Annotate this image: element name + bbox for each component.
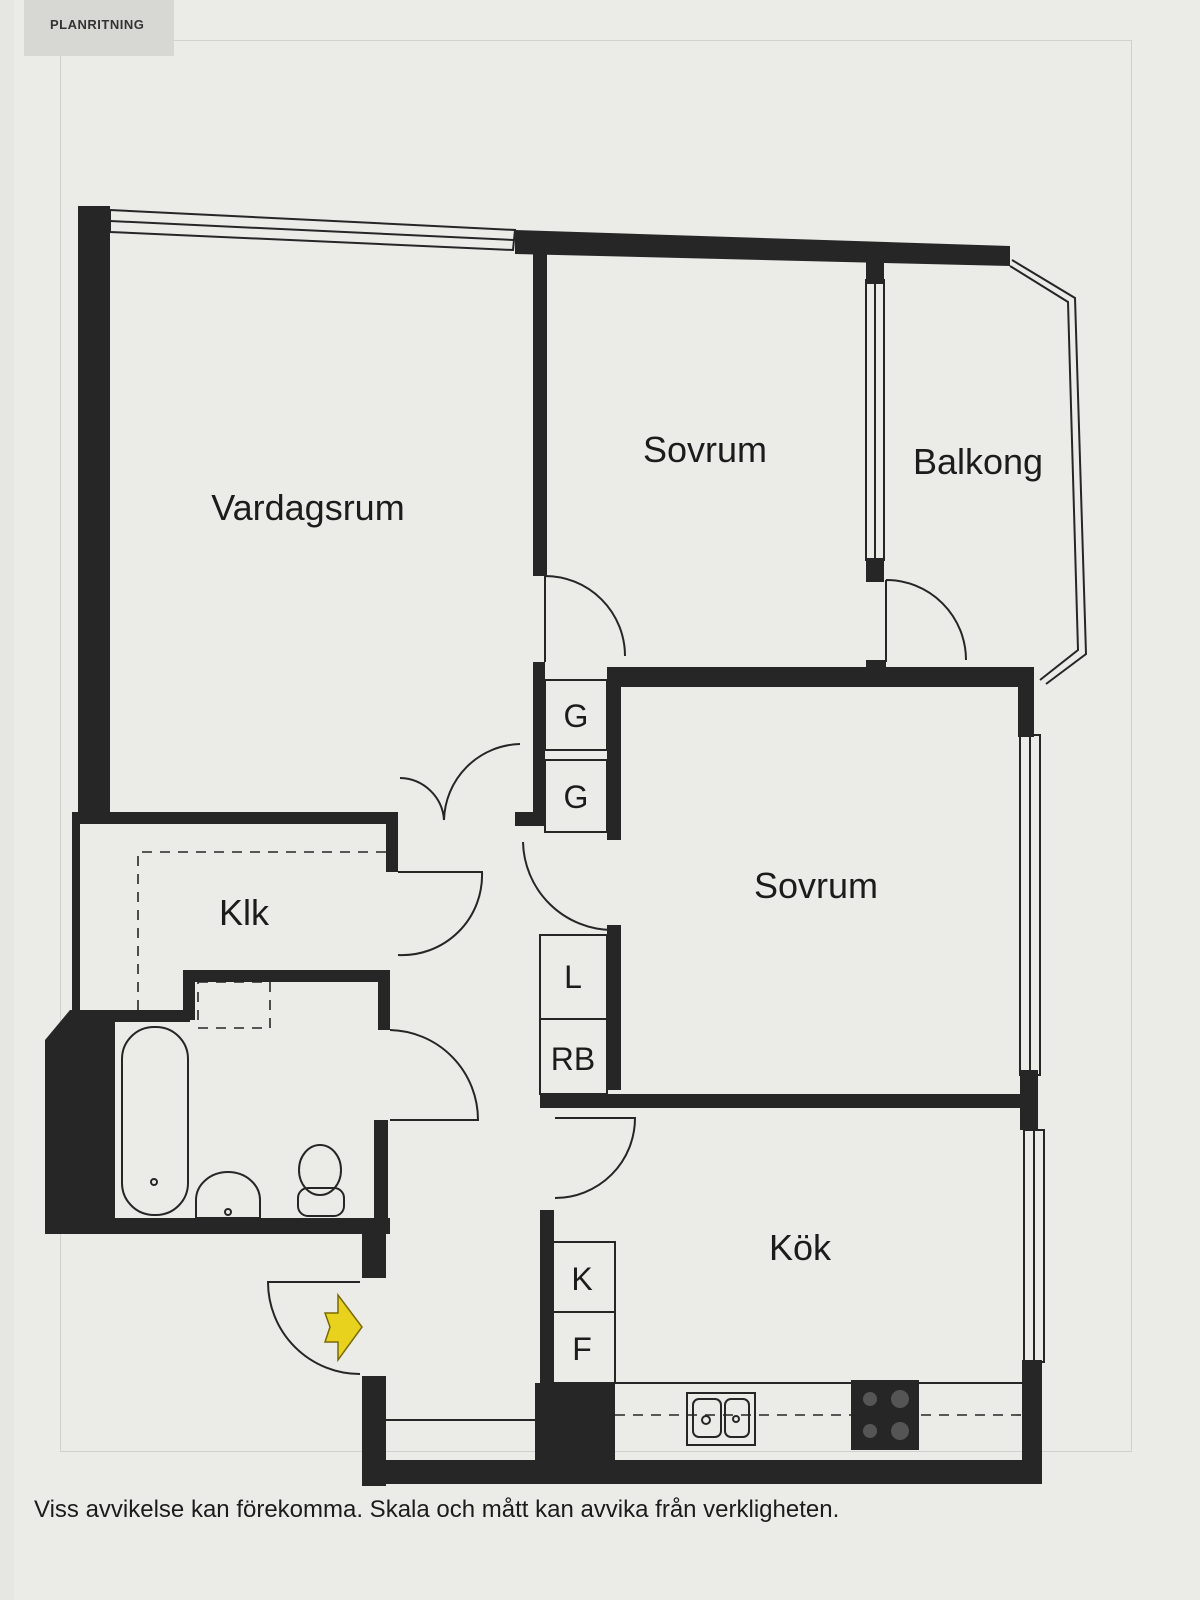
room-label-vardagsrum: Vardagsrum bbox=[211, 487, 404, 528]
wall-entrance-top bbox=[362, 1218, 386, 1278]
wall-left-upper bbox=[78, 206, 110, 816]
balkong-railing bbox=[1009, 265, 1080, 681]
door-sovrum1 bbox=[544, 575, 626, 662]
wall-middle-horizontal bbox=[607, 667, 1034, 687]
closet-label-g1: G bbox=[564, 698, 589, 734]
closet-f bbox=[548, 1311, 616, 1384]
entrance-arrow-icon bbox=[323, 1292, 363, 1363]
wall-bottom bbox=[362, 1460, 1042, 1484]
wall-kok-left bbox=[540, 1210, 554, 1385]
bathroom-fixtures bbox=[121, 1026, 756, 1446]
burner-icon bbox=[863, 1424, 877, 1438]
wall-left-mid bbox=[72, 812, 80, 1012]
door-bath bbox=[389, 1029, 480, 1121]
burner-icon bbox=[863, 1392, 877, 1406]
closet-g2 bbox=[544, 759, 608, 833]
window-vardagsrum-pane bbox=[109, 220, 515, 241]
wall-right-top bbox=[1018, 667, 1034, 737]
bath-shelf-outline bbox=[197, 981, 271, 1029]
header-tag-text: PLANRITNING bbox=[50, 17, 145, 32]
room-label-balkong: Balkong bbox=[913, 441, 1043, 482]
disclaimer-text: Viss avvikelse kan förekomma. Skala och … bbox=[34, 1496, 840, 1523]
wall-balkong-top bbox=[866, 262, 884, 284]
dashed-lines bbox=[137, 851, 1022, 1416]
windows bbox=[109, 208, 1088, 1363]
wall-left-lower bbox=[45, 1010, 115, 1218]
wall-balkong-bottom bbox=[866, 558, 884, 582]
room-label-sovrum-2: Sovrum bbox=[754, 865, 878, 906]
kitchen-sink-basin bbox=[692, 1398, 722, 1438]
wall-sovrum2-kok bbox=[540, 1094, 1030, 1108]
wall-vardagsrum-bottom bbox=[78, 812, 398, 824]
wall-closet-bottom bbox=[515, 812, 545, 826]
toilet-seat-icon bbox=[297, 1187, 345, 1217]
wall-corner bbox=[866, 660, 886, 680]
door-sovrum2 bbox=[522, 841, 613, 931]
door-vardagsrum bbox=[399, 743, 521, 821]
room-label-klk: Klk bbox=[219, 892, 270, 933]
wall-vardagsrum-sovrum bbox=[533, 246, 547, 576]
walls bbox=[45, 206, 1042, 1486]
closet-label-rb: RB bbox=[551, 1041, 595, 1077]
room-label-kok: Kök bbox=[769, 1227, 832, 1268]
wall-bottom-block bbox=[535, 1383, 615, 1471]
wall-bath-right-lower bbox=[374, 1120, 388, 1220]
closet-label-l: L bbox=[564, 959, 582, 995]
doors bbox=[266, 575, 967, 1421]
balkong-railing-outer bbox=[1011, 259, 1088, 685]
toilet-bowl-icon bbox=[298, 1144, 342, 1196]
door-balkong bbox=[885, 579, 967, 662]
stove-burners bbox=[863, 1390, 909, 1440]
kitchen-sink-basin bbox=[724, 1398, 750, 1438]
wall-bath-left bbox=[183, 970, 195, 1020]
burner-icon bbox=[891, 1422, 909, 1440]
kitchen-sink-drain bbox=[701, 1415, 711, 1425]
wall-bath-right bbox=[378, 970, 390, 1030]
wall-bath-top bbox=[183, 970, 385, 982]
kitchen-sink-drain bbox=[732, 1415, 740, 1423]
wall-sovrum2-left-lower bbox=[607, 925, 621, 1090]
door-klk bbox=[397, 871, 484, 957]
wall-bath-top-left bbox=[115, 1010, 190, 1022]
closet-label-f: F bbox=[572, 1331, 592, 1367]
closet-label-k: K bbox=[571, 1261, 592, 1297]
closet-rb bbox=[539, 1018, 608, 1095]
wall-bath-bottom bbox=[45, 1218, 390, 1234]
sink-icon bbox=[195, 1171, 261, 1219]
header-tag: PLANRITNING bbox=[24, 0, 174, 56]
wall-top-right bbox=[515, 230, 1010, 266]
closets bbox=[539, 679, 1022, 1384]
wall-sovrum2-left-upper bbox=[607, 680, 621, 840]
window-vardagsrum bbox=[109, 208, 517, 252]
wall-klk-right bbox=[386, 812, 398, 872]
burner-icon bbox=[891, 1390, 909, 1408]
bathtub-icon bbox=[121, 1026, 189, 1216]
wall-right-bottom bbox=[1022, 1360, 1042, 1470]
door-entrance bbox=[266, 1281, 361, 1375]
sink-drain bbox=[224, 1208, 232, 1216]
door-kok bbox=[554, 1117, 637, 1199]
bathtub-drain bbox=[150, 1178, 158, 1186]
closet-label-g2: G bbox=[564, 779, 589, 815]
closet-g1 bbox=[544, 679, 608, 751]
room-label-sovrum-1: Sovrum bbox=[643, 429, 767, 470]
wall-closet-left bbox=[533, 662, 545, 822]
kitchen-sink-icon bbox=[686, 1392, 756, 1446]
